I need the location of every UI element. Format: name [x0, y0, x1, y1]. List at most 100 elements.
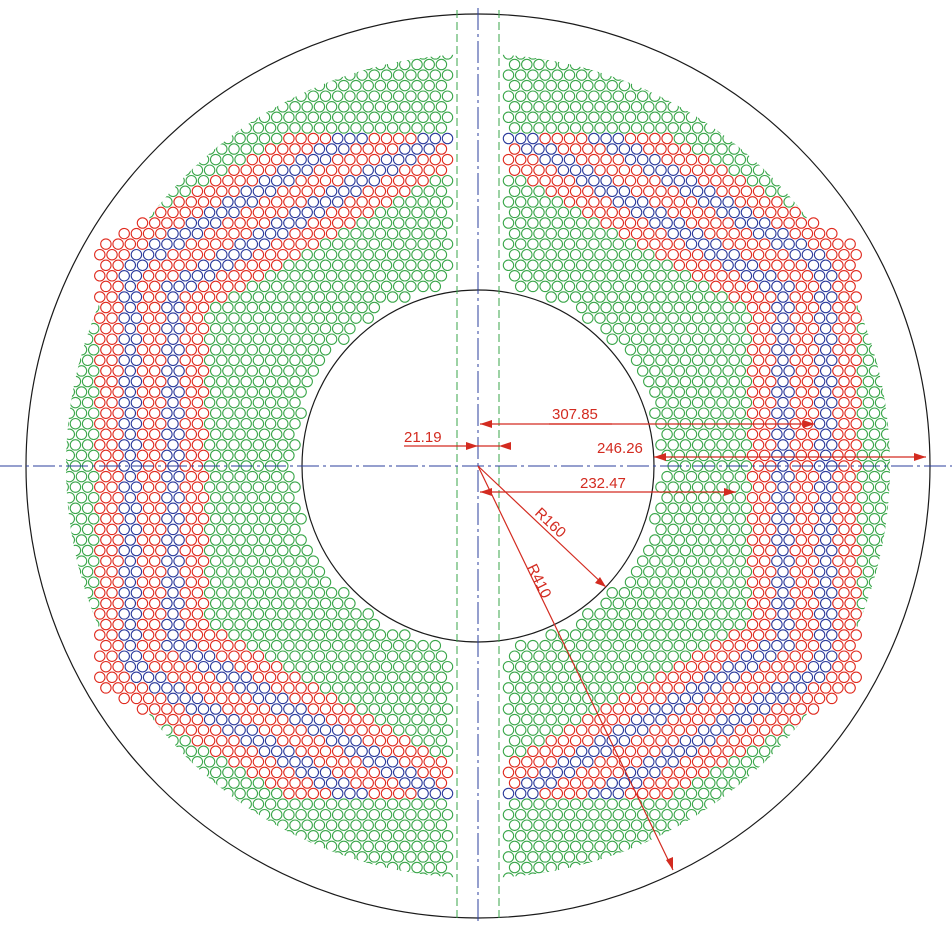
band-tube-red [368, 724, 381, 736]
band-tube-red [832, 618, 844, 631]
field-tube [331, 111, 344, 124]
band-tube-red [191, 417, 204, 430]
band-tube-red [136, 555, 149, 567]
band-tube-blue [167, 227, 179, 240]
field-tube [630, 291, 643, 303]
field-tube [734, 491, 747, 504]
field-tube [40, 429, 50, 439]
field-tube [691, 523, 704, 536]
band-tube-blue [600, 787, 612, 800]
band-tube-red [789, 629, 801, 641]
field-tube [850, 227, 862, 240]
band-tube-red [594, 756, 606, 768]
field-tube [295, 660, 307, 673]
field-tube [429, 238, 442, 250]
band-tube-red [142, 439, 155, 451]
band-tube-blue [130, 439, 143, 451]
field-tube [636, 280, 649, 293]
field-tube [685, 830, 698, 842]
field-tube [142, 713, 155, 726]
band-tube-red [179, 417, 191, 430]
field-tube [258, 280, 271, 293]
band-tube-red [191, 565, 204, 578]
band-tube-red [319, 217, 332, 229]
band-tube-red [765, 312, 777, 324]
band-tube-blue [295, 766, 307, 779]
band-tube-red [136, 639, 149, 652]
band-tube-red [704, 650, 716, 662]
band-tube-blue [167, 608, 179, 620]
band-tube-blue [338, 185, 350, 198]
field-tube [46, 376, 56, 386]
field-tube [209, 449, 222, 462]
band-tube-red [661, 153, 673, 166]
band-tube-red [252, 671, 265, 684]
band-tube-red [600, 703, 612, 715]
band-tube-red [752, 185, 765, 198]
band-tube-blue [685, 238, 698, 250]
field-tube [222, 618, 234, 631]
band-tube-red [313, 164, 326, 176]
band-tube-red [752, 734, 765, 747]
field-tube [679, 798, 692, 810]
band-tube-red [801, 333, 814, 345]
field-tube [368, 111, 381, 124]
field-tube [374, 840, 387, 853]
band-tube-red [148, 428, 161, 441]
band-tube-blue [197, 703, 210, 715]
field-tube [240, 122, 252, 134]
field-tube [270, 322, 283, 335]
band-tube-red [746, 238, 759, 250]
band-tube-red [758, 259, 771, 272]
field-tube [69, 375, 82, 388]
field-tube [423, 840, 435, 853]
field-tube [325, 122, 338, 134]
field-tube [856, 618, 869, 631]
field-tube [325, 840, 338, 853]
band-tube-blue [643, 164, 655, 176]
field-tube [710, 766, 722, 779]
field-tube [508, 206, 521, 219]
band-tube-red [100, 428, 112, 441]
band-tube-red [100, 301, 112, 314]
band-tube-blue [179, 650, 191, 662]
field-tube [319, 344, 332, 356]
band-tube-red [850, 354, 862, 367]
field-tube [344, 280, 356, 293]
band-tube-blue [130, 565, 143, 578]
field-tube [618, 629, 631, 641]
band-tube-blue [783, 576, 795, 588]
field-tube [429, 174, 442, 187]
field-tube [277, 417, 289, 430]
band-tube-red [100, 534, 112, 546]
field-tube [392, 69, 405, 81]
field-tube [381, 894, 391, 904]
field-tube [252, 840, 265, 853]
field-tube [66, 322, 76, 335]
field-tube [868, 428, 881, 441]
field-tube [429, 217, 442, 229]
field-tube [582, 798, 594, 810]
field-tube [569, 58, 582, 71]
field-tube [789, 756, 801, 768]
field-tube [533, 101, 545, 113]
band-tube-blue [234, 196, 246, 208]
field-tube [264, 270, 277, 282]
band-tube-red [850, 270, 862, 282]
field-tube [155, 185, 167, 198]
field-tube [697, 618, 710, 631]
field-tube [765, 756, 777, 768]
band-tube-red [789, 206, 801, 219]
field-tube [521, 671, 533, 684]
field-tube [691, 819, 704, 831]
band-tube-blue [161, 386, 173, 398]
field-tube [673, 830, 686, 842]
band-tube-red [191, 713, 204, 726]
field-tube [185, 174, 198, 187]
band-tube-blue [685, 174, 698, 187]
band-tube-red [838, 544, 850, 557]
field-tube [746, 787, 759, 800]
band-tube-red [112, 555, 124, 567]
band-tube-red [850, 481, 862, 493]
band-tube-blue [783, 534, 795, 546]
